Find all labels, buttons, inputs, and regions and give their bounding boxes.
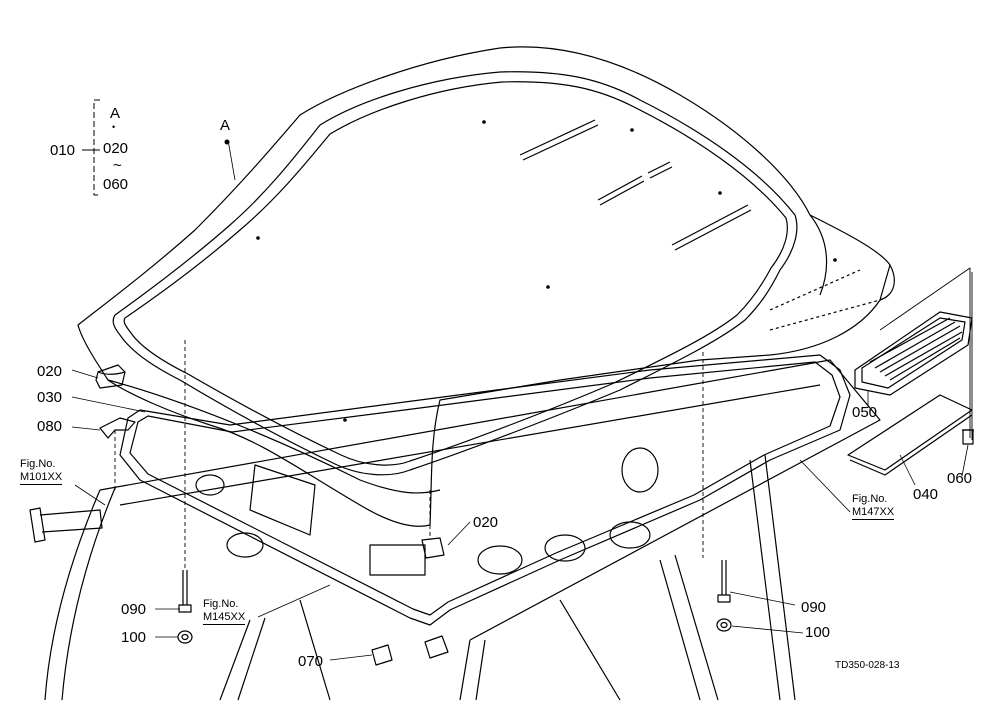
bolts-090 (178, 560, 731, 613)
figref-m147[interactable]: Fig.No. M147XX (852, 493, 895, 521)
callout-a: A (220, 117, 231, 134)
callout-090-right: 090 (801, 599, 827, 616)
group-bracket-right (879, 267, 973, 440)
figref-m101[interactable]: Fig.No. M101XX (20, 458, 63, 486)
group-to: 060 (103, 176, 129, 193)
drawing-code: TD350-028-13 (835, 660, 900, 671)
callout-080: 080 (37, 418, 63, 435)
callout-020-center: 020 (473, 514, 499, 531)
rubber-stop-020 (95, 364, 445, 559)
filter-050 (854, 311, 973, 396)
clip-070 (371, 635, 449, 666)
group-tilde: ~ (113, 157, 122, 174)
callout-010: 010 (50, 142, 76, 159)
roof-seal-030 (119, 354, 851, 626)
figref-m147-line1: Fig.No. (852, 493, 888, 505)
callout-070: 070 (298, 653, 324, 670)
group-dot: • (112, 122, 116, 132)
callout-100-right: 100 (805, 624, 831, 641)
callout-090-left: 090 (121, 601, 147, 618)
figref-m101-line2: M101XX (20, 471, 63, 486)
group-from: 020 (103, 140, 129, 157)
figref-m147-line2: M147XX (852, 506, 895, 521)
leader-lines (71, 139, 969, 661)
callout-040: 040 (913, 486, 939, 503)
cab-frame (29, 359, 881, 701)
figref-m145[interactable]: Fig.No. M145XX (203, 598, 246, 626)
tray-openings (195, 447, 659, 576)
callout-030: 030 (37, 389, 63, 406)
callout-100-left: 100 (121, 629, 147, 646)
callout-020-left: 020 (37, 363, 63, 380)
figref-m101-line1: Fig.No. (20, 458, 56, 470)
callout-050: 050 (852, 404, 878, 421)
bracket-080 (99, 417, 136, 439)
group-bracket-010 (82, 99, 100, 196)
figref-m145-line1: Fig.No. (203, 598, 239, 610)
ref-a-dot (224, 139, 230, 145)
callout-060: 060 (947, 470, 973, 487)
assembly-lines (114, 340, 704, 570)
group-item-a: A (110, 105, 121, 122)
figref-m145-line2: M145XX (203, 611, 246, 626)
roof-panel-a (77, 46, 895, 527)
